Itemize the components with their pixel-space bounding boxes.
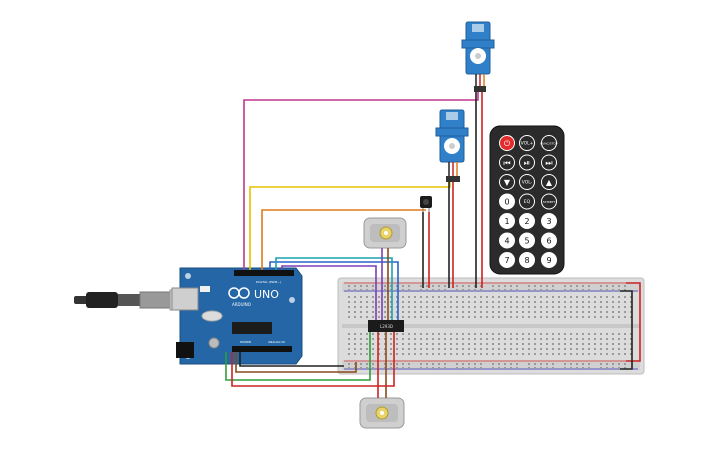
remote-button[interactable]: VOL- (519, 174, 535, 190)
remote-button[interactable]: 5 (519, 232, 535, 249)
wire-blue (269, 261, 399, 320)
remote-button-label: 8 (524, 256, 529, 265)
remote-button[interactable]: 6 (541, 232, 557, 249)
remote-button[interactable]: EQ (519, 193, 535, 210)
dc-motor-top[interactable] (363, 217, 407, 249)
motor-driver-ic[interactable]: L293D (368, 320, 404, 332)
wire-red-power (231, 332, 395, 387)
remote-button[interactable]: ▲ (541, 174, 557, 190)
power-header-label: POWER (240, 340, 251, 344)
digital-header (234, 270, 294, 276)
remote-button-label: ST/REPT (543, 200, 556, 204)
digital-header-label: DIGITAL (PWM~) (256, 280, 281, 284)
dc-motor-bottom[interactable] (359, 397, 405, 429)
wires (225, 92, 641, 398)
wire-green (225, 332, 371, 381)
wire-orange (261, 209, 426, 270)
remote-button[interactable]: 3 (541, 213, 557, 229)
remote-button-label: VOL+ (521, 141, 534, 147)
remote-button[interactable]: 4 (499, 232, 515, 249)
remote-button-label: 1 (504, 217, 509, 226)
arduino-board[interactable]: UNO ARDUINO DIGITAL (PWM~) POWER ANALOG … (171, 267, 303, 365)
remote-button-label: FUNC/STOP (540, 142, 557, 146)
remote-button[interactable]: ▼ (499, 174, 515, 190)
remote-button-label: 6 (546, 237, 551, 246)
remote-button-label: 9 (546, 256, 551, 265)
board-logo-text: ARDUINO (232, 302, 251, 307)
remote-button-label: 2 (524, 217, 529, 226)
servo-top[interactable] (461, 21, 495, 92)
remote-button-label: 0 (504, 198, 509, 207)
remote-button-label: ▼ (504, 178, 511, 187)
usb-port (171, 287, 199, 311)
remote-button-label: VOL- (522, 180, 533, 186)
remote-button-label: ⏯ (524, 159, 530, 168)
power-jack (176, 342, 194, 358)
wire-purple (281, 265, 377, 320)
wire-yellow (249, 182, 451, 270)
wire-teal (275, 257, 393, 320)
wire-black-power (239, 352, 344, 367)
ir-remote[interactable]: ⏻ VOL+ FUNC/STOP ⏮ ⏯ ⏭ ▼ VOL- ▲ 0 EQ ST/REPT 1 2 3 4 5 6 7… (489, 125, 565, 275)
remote-button-label: ▲ (546, 178, 553, 187)
remote-button-label: ⏮ (503, 159, 510, 168)
wire-brown-power (235, 352, 357, 373)
remote-button[interactable]: ⏭ (541, 154, 557, 171)
analog-header-label: ANALOG IN (268, 340, 285, 344)
power-analog-header (232, 346, 292, 352)
remote-button[interactable]: ⏻ (499, 135, 515, 151)
atmega-chip (232, 322, 272, 334)
remote-button[interactable]: FUNC/STOP (540, 135, 558, 151)
remote-button-label: EQ (524, 199, 531, 205)
wire-magenta (243, 92, 479, 270)
servo-middle[interactable] (435, 109, 469, 182)
remote-button[interactable]: 9 (541, 252, 557, 268)
remote-button-label: ⏭ (545, 159, 552, 168)
remote-button-label: ⏻ (504, 139, 511, 148)
remote-button[interactable]: 0 (499, 193, 515, 210)
wire-rail-red (626, 282, 641, 362)
ir-receiver[interactable] (420, 196, 432, 212)
breadboard-holes (348, 285, 632, 369)
remote-button-grid: ⏻ VOL+ FUNC/STOP ⏮ ⏯ ⏭ ▼ VOL- ▲ 0 EQ ST/REPT 1 2 3 4 5 6 7… (499, 135, 558, 268)
remote-button-label: 3 (546, 217, 551, 226)
board-brand: UNO (254, 288, 279, 301)
remote-button-label: 7 (504, 256, 509, 265)
remote-button[interactable]: 2 (519, 213, 535, 229)
remote-button[interactable]: VOL+ (519, 135, 535, 151)
remote-button[interactable]: ⏮ (499, 154, 515, 171)
remote-button[interactable]: ⏯ (519, 154, 535, 171)
remote-button-label: 5 (524, 237, 529, 246)
remote-button-label: 4 (504, 237, 509, 246)
ic-label: L293D (380, 324, 393, 329)
remote-button[interactable]: 8 (519, 252, 535, 268)
breadboard[interactable] (337, 277, 645, 375)
wire-rail-black (620, 290, 633, 370)
remote-button[interactable]: 1 (499, 213, 515, 229)
remote-button[interactable]: 7 (499, 252, 515, 268)
remote-button[interactable]: ST/REPT (541, 193, 557, 210)
